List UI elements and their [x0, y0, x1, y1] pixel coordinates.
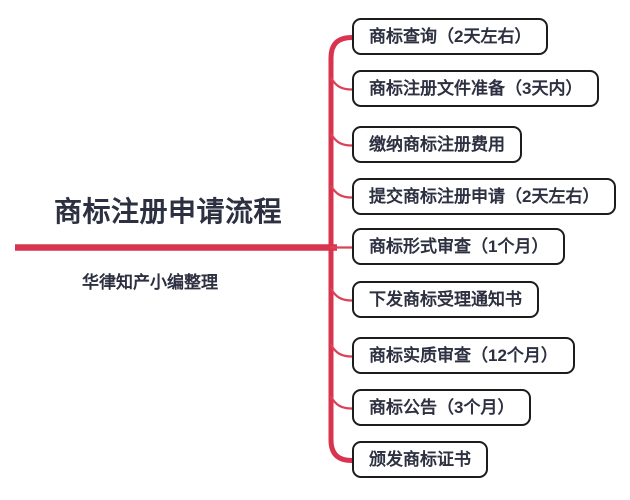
page-subtitle: 华律知产小编整理 [82, 273, 218, 292]
flow-step-issue-certificate: 颁发商标证书 [352, 441, 488, 478]
page-title: 商标注册申请流程 [53, 196, 282, 227]
flow-step-pay-fee: 缴纳商标注册费用 [352, 126, 522, 163]
flow-step-trademark-search: 商标查询（2天左右） [352, 18, 549, 55]
flow-steps: 商标查询（2天左右） 商标注册文件准备（3天内） 缴纳商标注册费用 提交商标注册… [352, 0, 630, 500]
root-topic: 商标注册申请流程 华律知产小编整理 [53, 196, 282, 292]
flow-step-substantive-examination: 商标实质审查（12个月） [352, 337, 575, 374]
flow-step-document-preparation: 商标注册文件准备（3天内） [352, 70, 600, 107]
flow-step-submit-application: 提交商标注册申请（2天左右） [352, 178, 617, 215]
flow-step-formal-examination: 商标形式审查（1个月） [352, 228, 566, 265]
flow-step-acceptance-notice: 下发商标受理通知书 [352, 281, 539, 318]
flow-step-trademark-gazette: 商标公告（3个月） [352, 389, 532, 426]
